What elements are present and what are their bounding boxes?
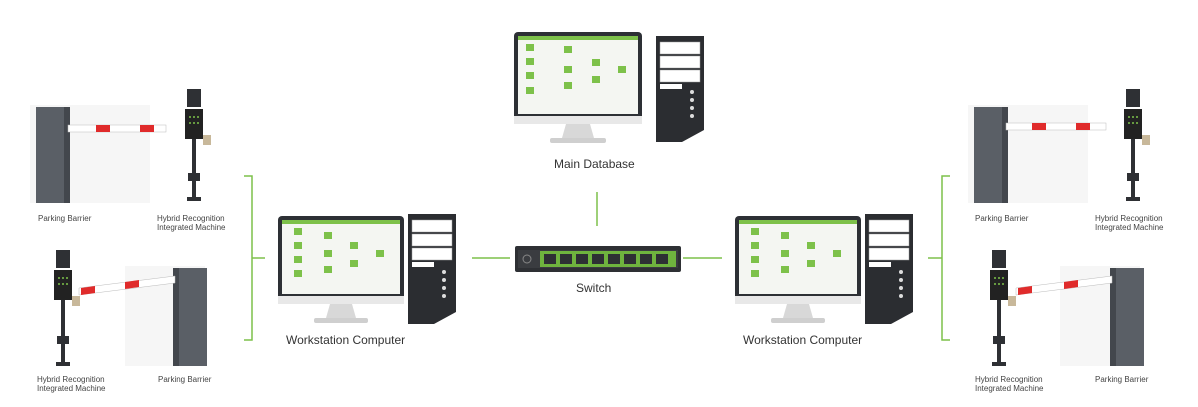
left-bottom-barrier-label: Parking Barrier (158, 375, 212, 384)
switch-label: Switch (576, 281, 612, 295)
workstation-left-label: Workstation Computer (286, 333, 406, 347)
left-bottom-machine-label-2: Integrated Machine (37, 384, 106, 393)
barrier-gate-icon (968, 105, 1107, 203)
workstation-right-label: Workstation Computer (743, 333, 863, 347)
recognition-terminal-icon (185, 89, 211, 201)
network-switch-icon (515, 246, 681, 272)
left-bottom-machine-label-1: Hybrid Recognition (37, 375, 105, 384)
switch-node: Switch (514, 244, 684, 304)
left-bottom-group: Hybrid Recognition Integrated Machine Pa… (20, 246, 250, 401)
left-top-barrier-label: Parking Barrier (38, 214, 92, 223)
main-database-node: Main Database (512, 30, 712, 180)
right-bottom-barrier-label: Parking Barrier (1095, 375, 1149, 384)
recognition-terminal-icon (54, 250, 80, 366)
left-top-machine-label-1: Hybrid Recognition (157, 214, 225, 223)
workstation-left-node: Workstation Computer (276, 212, 476, 352)
right-bottom-machine-label-2: Integrated Machine (975, 384, 1044, 393)
right-bottom-machine-label-1: Hybrid Recognition (975, 375, 1043, 384)
right-top-barrier-label: Parking Barrier (975, 214, 1029, 223)
right-top-machine-label-1: Hybrid Recognition (1095, 214, 1163, 223)
left-top-group: Parking Barrier Hybrid Recognition Integ… (20, 85, 250, 235)
main-database-label: Main Database (554, 157, 635, 171)
tower-pc-icon (656, 36, 704, 142)
right-top-machine-label-2: Integrated Machine (1095, 223, 1164, 232)
barrier-gate-icon (78, 266, 207, 366)
right-top-group: Parking Barrier Hybrid Recognition Integ… (958, 85, 1188, 235)
workstation-right-node: Workstation Computer (733, 212, 933, 352)
left-top-machine-label-2: Integrated Machine (157, 223, 226, 232)
recognition-terminal-icon (1124, 89, 1150, 201)
right-bottom-group: Hybrid Recognition Integrated Machine Pa… (958, 246, 1188, 401)
recognition-terminal-icon (990, 250, 1016, 366)
right-bracket-line (941, 175, 950, 341)
monitor-icon (278, 216, 404, 323)
tower-pc-icon (865, 214, 913, 324)
barrier-gate-icon (1015, 266, 1144, 366)
tower-pc-icon (408, 214, 456, 324)
monitor-icon (514, 32, 642, 143)
barrier-gate-icon (30, 105, 167, 203)
monitor-icon (735, 216, 861, 323)
